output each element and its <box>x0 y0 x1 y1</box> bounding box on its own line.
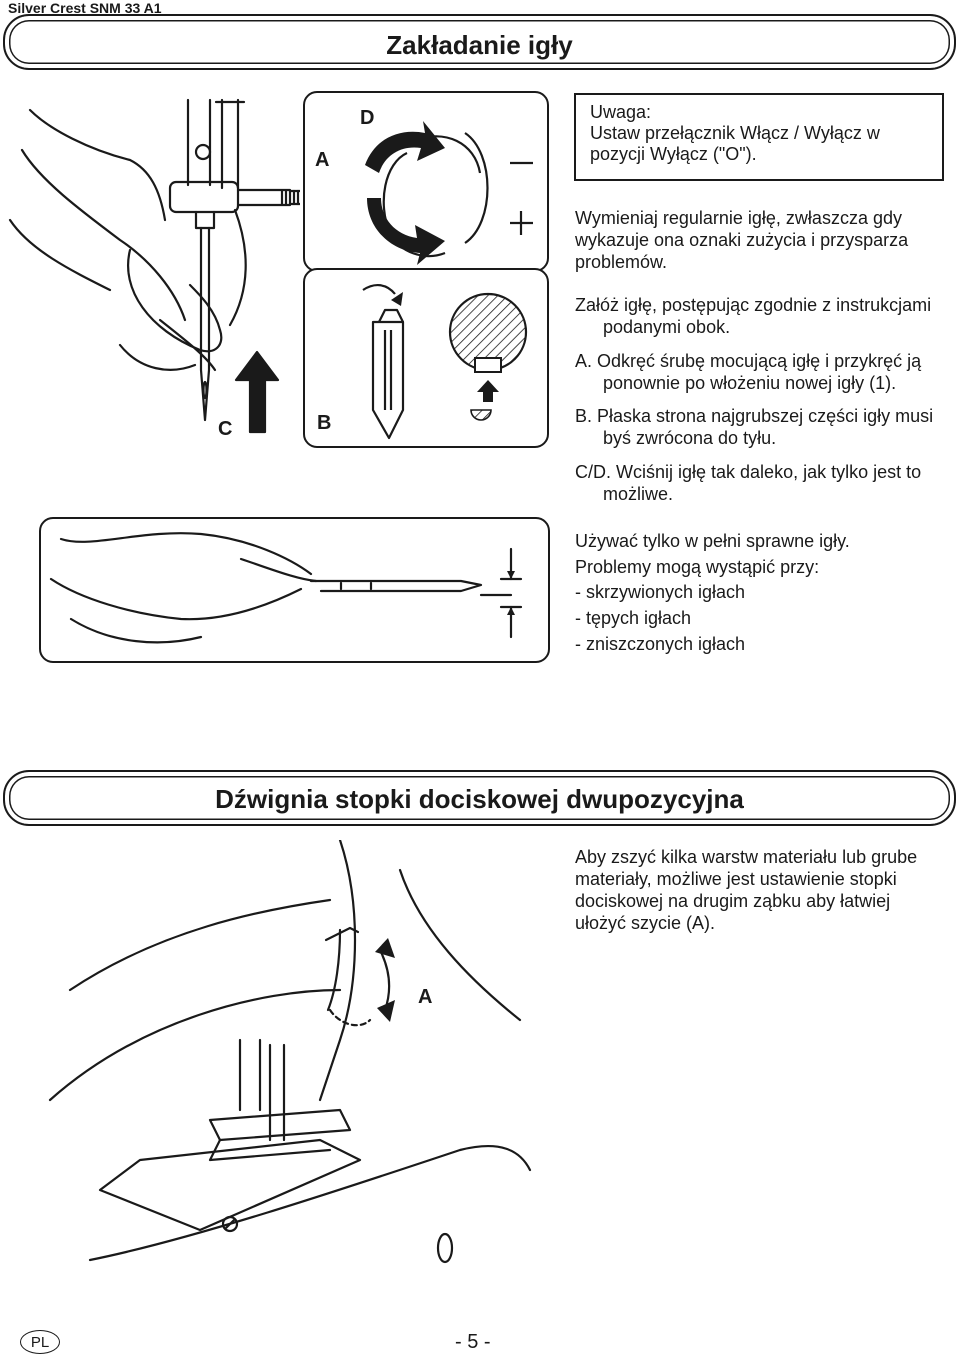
problem-item: - skrzywionych igłach <box>575 582 746 602</box>
section-title: Zakładanie igły <box>386 29 573 60</box>
use-note: Używać tylko w pełni sprawne igły. <box>575 531 850 551</box>
document-header: Silver Crest SNM 33 A1 <box>8 0 162 16</box>
intro-paragraph: Wymieniaj regularnie igłę, zwłaszcza gdy… <box>575 208 909 272</box>
note-line-1: Ustaw przełącznik Włącz / Wyłącz w <box>590 123 880 143</box>
page-number: - 5 - <box>455 1331 491 1353</box>
problems-heading: Problemy mogą wystąpić przy: <box>575 557 820 577</box>
label-b: B <box>317 412 332 434</box>
label-c: C <box>218 418 232 440</box>
label-a-lever: A <box>418 986 433 1008</box>
note-label: Uwaga: <box>590 102 652 122</box>
language-badge: PL <box>20 1330 60 1354</box>
label-a: A <box>315 149 330 171</box>
note-line-2: pozycji Wyłącz ("O"). <box>590 144 757 164</box>
needle-straightness-graphic <box>49 532 523 644</box>
step-cd: C/D. Wciśnij igłę tak daleko, jak tylko … <box>575 462 922 504</box>
section-title-2: Dźwignia stopki dociskowej dwupozycyjna <box>215 783 744 814</box>
panel-screw-rotation: A D <box>303 91 549 272</box>
step-b: B. Płaska strona najgrubszej części igły… <box>575 406 934 448</box>
needle-cross-section-graphic <box>362 284 528 440</box>
label-d: D <box>360 107 375 129</box>
rotation-arrows-graphic <box>365 121 533 265</box>
problem-item: - tępych igłach <box>575 608 692 628</box>
panel-needle-check <box>39 517 550 663</box>
step-a: A. Odkręć śrubę mocującą igłę i przykręć… <box>575 351 922 393</box>
lever-paragraph: Aby zszyć kilka warstw materiału lub gru… <box>575 847 918 933</box>
section-title-banner-2: Dźwignia stopki dociskowej dwupozycyjna <box>3 770 956 826</box>
presser-foot-lever-illustration <box>48 840 532 1264</box>
instruction-paragraph: Załóż igłę, postępując zgodnie z instruk… <box>575 295 932 337</box>
needle-insertion-illustration: C <box>8 98 300 440</box>
section-title-banner: Zakładanie igły <box>3 14 956 70</box>
panel-needle-flat-side: B <box>303 268 549 448</box>
problem-item: - zniszczonych igłach <box>575 634 746 654</box>
note-box: Uwaga: Ustaw przełącznik Włącz / Wyłącz … <box>574 93 944 181</box>
